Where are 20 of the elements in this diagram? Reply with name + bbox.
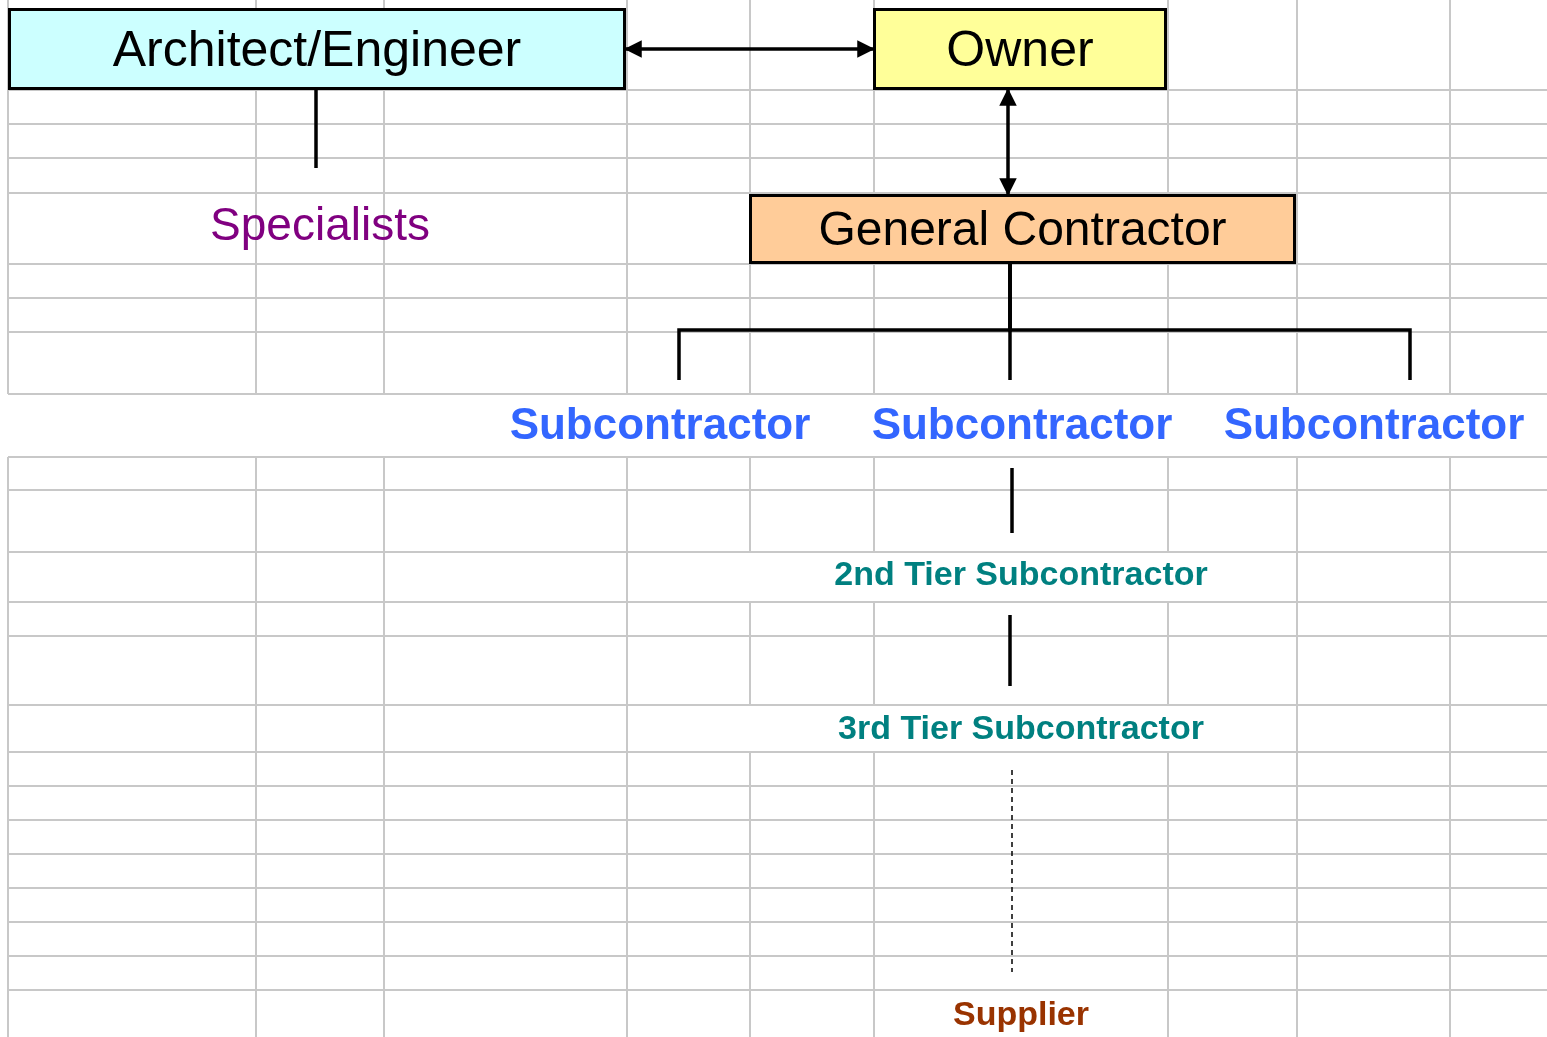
connector-line [1010,468,1014,533]
role-box [8,8,626,90]
role-box [749,194,1296,264]
role-label: Architect/Engineer [112,21,522,77]
role-label: Supplier [953,994,1089,1032]
connector-line [314,90,318,168]
connector-line [1008,264,1412,380]
role-label: Subcontractor [1223,399,1525,449]
connector-line [1008,615,1012,686]
connector-line [624,40,875,58]
role-label: Subcontractor [509,399,811,449]
connector-line [1011,769,1013,973]
role-label: 3rd Tier Subcontractor [838,709,1204,747]
role-label: Owner [946,21,1094,77]
role-label: Specialists [210,199,430,250]
role-label: Subcontractor [871,399,1173,449]
role-label: General Contractor [818,202,1227,256]
role-box [873,8,1167,90]
role-label: 2nd Tier Subcontractor [834,555,1208,593]
connector-line [999,88,1017,196]
